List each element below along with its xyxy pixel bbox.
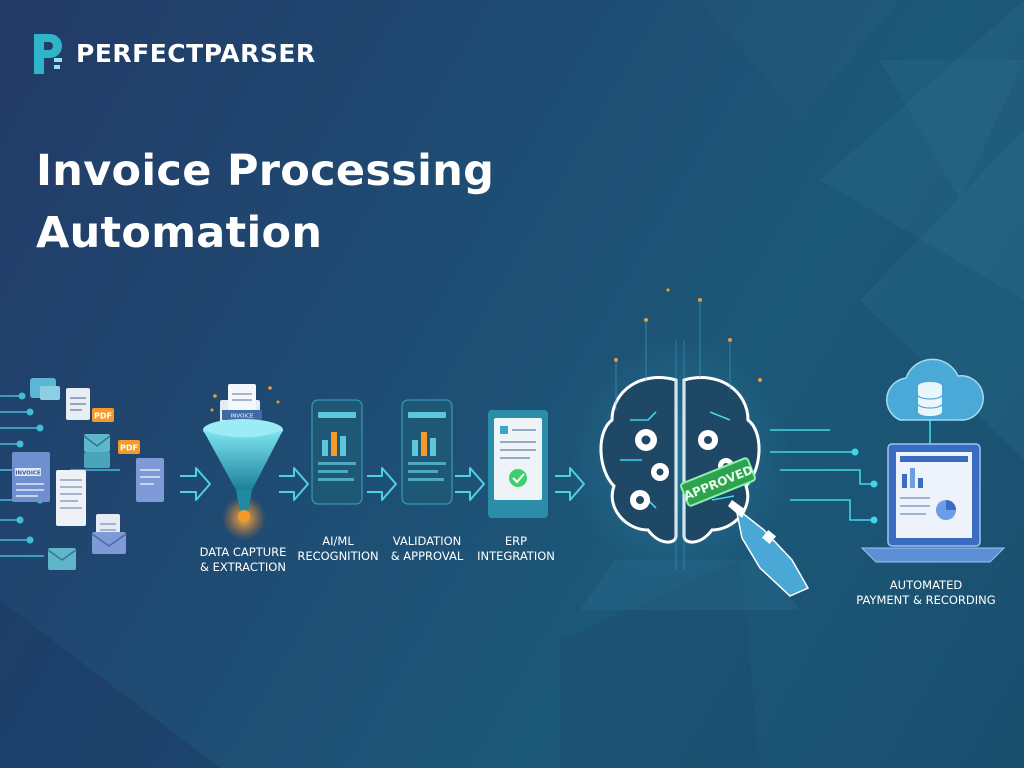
step-label-ai-ml: AI/ML RECOGNITION [290,534,386,564]
step-label-line-2: INTEGRATION [477,549,555,563]
ai-ml-recognition-card [311,399,363,505]
step-label-line-2: RECOGNITION [297,549,379,563]
page-title-line-1: Invoice Processing [36,146,495,196]
document-icon-1 [66,388,90,420]
arrow-icon-4 [455,467,485,501]
document-icon-3 [136,458,164,502]
brand-name: PERFECTPARSER [76,38,316,68]
pdf-tag-text-1: PDF [94,412,112,421]
brand-logo[interactable]: PERFECTPARSER [32,30,316,76]
step-label-line-1: AUTOMATED [889,578,963,592]
cloud-database-icon [886,358,984,421]
step-label-line-1: DATA CAPTURE [199,545,287,559]
step-label-line-1: VALIDATION [392,534,462,548]
page-title-line-2: Automation [36,208,323,258]
step-label-line-1: AI/ML [322,534,354,548]
chat-bubble-icon [30,378,60,400]
laptop-dashboard-icon [860,443,1006,563]
validation-approval-card [401,399,453,505]
pdf-tag-text-2: PDF [120,444,138,453]
step-label-payment: AUTOMATED PAYMENT & RECORDING [852,578,1000,608]
envelope-icon-3 [47,548,77,570]
document-icon-2 [56,470,86,526]
funnel-icon: INVOICE [203,384,283,540]
pdf-tag-icon-2: PDF [118,440,140,454]
arrow-icon-3 [367,467,397,501]
envelope-icon-2 [91,532,127,554]
erp-integration-card [488,410,548,518]
pointing-hand-icon [728,500,810,597]
step-label-line-2: PAYMENT & RECORDING [856,593,996,607]
perfectparser-logo-icon [34,34,62,74]
step-label-line-2: & APPROVAL [390,549,464,563]
step-label-erp: ERP INTEGRATION [466,534,566,564]
pdf-tag-icon-1: PDF [92,408,114,422]
invoice-tag-text: INVOICE [15,471,41,477]
incoming-documents: PDF PDF INVOICE [0,378,164,570]
page-title: Invoice Processing Automation [36,140,494,264]
step-label-line-2: & EXTRACTION [200,560,286,574]
checkmark-icon [512,473,525,484]
invoice-document-icon: INVOICE [12,452,50,502]
arrow-icon-2 [279,467,309,501]
step-label-validation: VALIDATION & APPROVAL [378,534,476,564]
step-label-data-capture: DATA CAPTURE & EXTRACTION [190,545,296,575]
envelope-icon-1 [83,434,111,468]
ai-brain-icon: APPROVED [570,288,810,610]
arrow-icon-1 [180,467,211,501]
step-label-line-1: ERP [504,534,528,548]
funnel-doc-tag: INVOICE [231,414,254,420]
